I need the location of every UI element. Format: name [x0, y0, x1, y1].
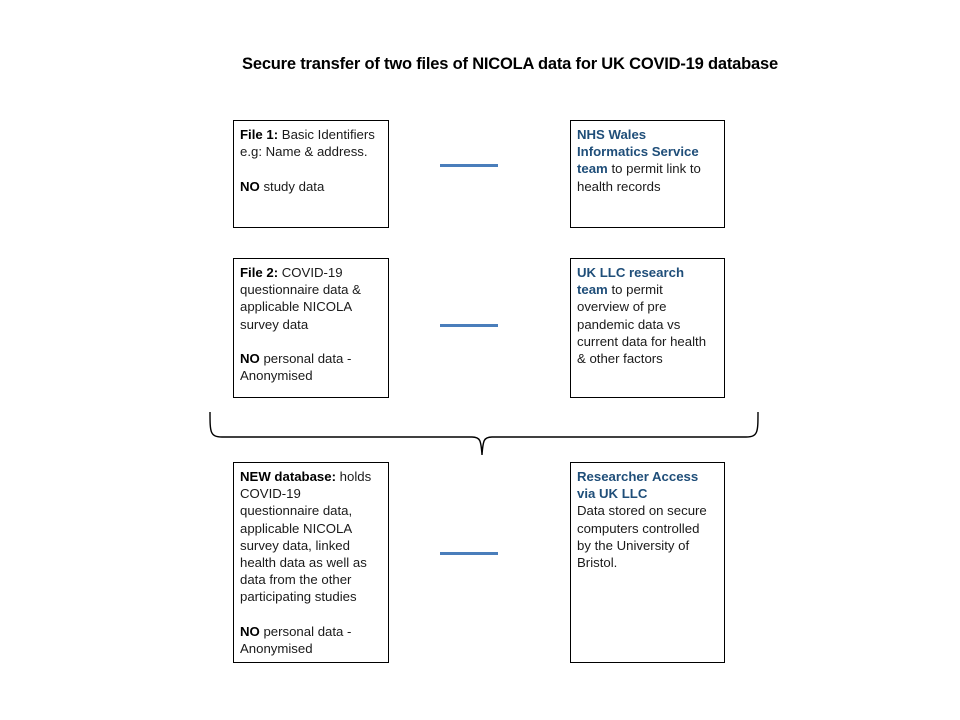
- file1-no-label: NO: [240, 178, 260, 194]
- ukllc-body-line-2: overview of pre: [577, 299, 667, 315]
- research-body-line-3: by the University of: [577, 537, 690, 553]
- newdb-spacer: [240, 606, 381, 623]
- newdb-line-3: questionnaire data,: [240, 503, 353, 519]
- file1-no-rest: study data: [259, 178, 325, 194]
- nhs-heading-line-2: Informatics Service: [577, 144, 699, 160]
- file2-line-1-rest: COVID-19: [278, 265, 343, 280]
- research-heading-line-1: Researcher Access: [577, 469, 699, 484]
- file1-line-1-rest: Basic Identifiers: [278, 127, 375, 142]
- newdb-line-8: participating studies: [240, 589, 357, 605]
- file2-line-3: applicable NICOLA: [240, 299, 353, 315]
- newdb-no-line: NO personal data -: [240, 623, 381, 640]
- file1-line-1: File 1: Basic Identifiers: [240, 126, 381, 143]
- newdb-line-1: NEW database: holds: [240, 468, 381, 485]
- newdb-line-7: data from the other: [240, 572, 352, 588]
- newdb-no-line-2: Anonymised: [240, 641, 313, 657]
- newdb-label: NEW database:: [240, 469, 336, 484]
- file1-label: File 1:: [240, 127, 279, 142]
- newdb-to-researcher-arrow: [440, 552, 498, 555]
- newdb-line-5: survey data, linked: [240, 537, 350, 553]
- box-new-database: NEW database: holds COVID-19 questionnai…: [233, 462, 389, 663]
- file1-spacer: [240, 160, 381, 177]
- ukllc-body-after-heading: to permit: [607, 282, 663, 298]
- ukllc-body-line-4: current data for health: [577, 333, 707, 349]
- ukllc-body-line-5: & other factors: [577, 351, 663, 367]
- box-researcher-access: Researcher Access via UK LLC Data stored…: [570, 462, 725, 663]
- ukllc-heading-line-2: team to permit: [577, 281, 717, 298]
- file1-no-line: NO study data: [240, 178, 381, 195]
- nhs-body-line-2: health records: [577, 178, 661, 194]
- file2-no-label: NO: [240, 351, 260, 366]
- nhs-body-after-heading: to permit link to: [607, 161, 701, 177]
- file2-no-line-2: Anonymised: [240, 368, 313, 384]
- box-file-2: File 2: COVID-19 questionnaire data & ap…: [233, 258, 389, 398]
- ukllc-heading-line-1: UK LLC research: [577, 265, 685, 280]
- file1-line-2: e.g: Name & address.: [240, 144, 368, 160]
- research-body-line-2: computers controlled: [577, 520, 700, 536]
- research-heading-line-2: via UK LLC: [577, 486, 648, 502]
- ukllc-heading-team: team: [577, 282, 608, 298]
- newdb-no-rest: personal data -: [259, 623, 352, 639]
- page-title: Secure transfer of two files of NICOLA d…: [242, 55, 778, 73]
- merge-brace-path: [209, 411, 759, 456]
- file2-no-line: NO personal data -: [240, 350, 381, 367]
- ukllc-body-line-3: pandemic data vs: [577, 316, 681, 332]
- merge-brace: [209, 411, 759, 456]
- newdb-line-4: applicable NICOLA: [240, 520, 353, 536]
- file2-line-4: survey data: [240, 316, 309, 332]
- nhs-heading-team: team: [577, 161, 608, 177]
- file1-to-nhs-arrow: [440, 164, 498, 167]
- newdb-line-6: health data as well as: [240, 555, 367, 571]
- newdb-no-label: NO: [240, 623, 260, 639]
- file2-spacer: [240, 333, 381, 350]
- nhs-heading-line-3: team to permit link to: [577, 160, 717, 177]
- box-nhs-wales: NHS Wales Informatics Service team to pe…: [570, 120, 725, 228]
- newdb-line-2: COVID-19: [240, 486, 301, 502]
- file2-label: File 2:: [240, 265, 279, 280]
- research-body-line-1: Data stored on secure: [577, 503, 707, 519]
- research-body-line-4: Bristol.: [577, 555, 618, 571]
- nhs-heading-line-1: NHS Wales: [577, 127, 647, 142]
- file2-to-ukllc-arrow: [440, 324, 498, 327]
- box-uk-llc-research-team: UK LLC research team to permit overview …: [570, 258, 725, 398]
- box-file-1: File 1: Basic Identifiers e.g: Name & ad…: [233, 120, 389, 228]
- file2-line-2: questionnaire data &: [240, 282, 361, 298]
- newdb-line-1-rest: holds: [336, 469, 372, 484]
- file2-no-rest: personal data -: [259, 351, 352, 366]
- file2-line-1: File 2: COVID-19: [240, 264, 381, 281]
